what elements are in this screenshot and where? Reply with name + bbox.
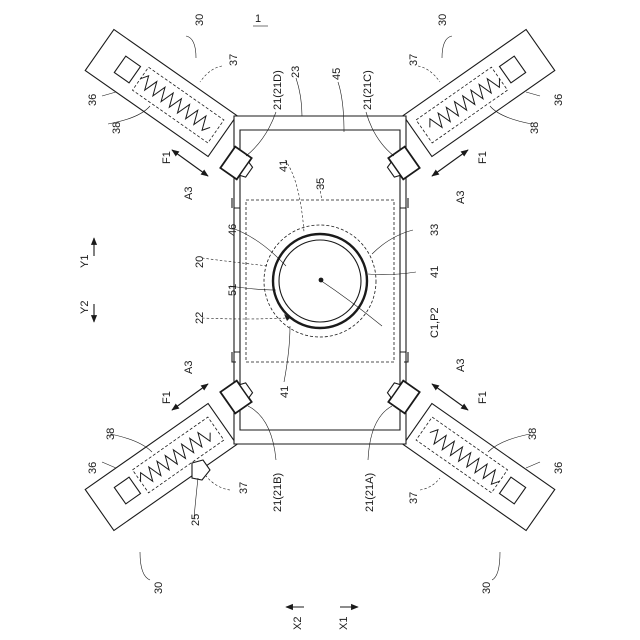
label-a3-br: A3 [455, 359, 467, 372]
label-x2: X2 [292, 617, 304, 630]
arm-unit-top-right [403, 30, 555, 157]
label-45: 45 [331, 68, 343, 80]
label-21d: 21(21D) [272, 70, 284, 110]
label-y2: Y2 [79, 301, 91, 314]
label-25: 25 [190, 514, 202, 526]
label-36-tl: 36 [87, 94, 99, 106]
arm-unit-bottom-left [85, 404, 237, 531]
label-x1: X1 [338, 617, 350, 630]
arm-unit-top-left [85, 30, 237, 157]
label-a3-tl: A3 [183, 187, 195, 200]
label-a3-bl: A3 [183, 361, 195, 374]
arm-unit-bottom-right [403, 404, 555, 531]
label-38-tl: 38 [111, 122, 123, 134]
arm-housing [85, 404, 237, 531]
label-f1-tl: F1 [161, 151, 173, 164]
label-38-br: 38 [527, 428, 539, 440]
label-38-bl: 38 [105, 428, 117, 440]
label-35: 35 [315, 178, 327, 190]
label-21b: 21(21B) [272, 473, 284, 512]
label-41-top: 41 [278, 160, 290, 172]
label-device-1: 1 [255, 13, 261, 25]
label-y1: Y1 [79, 255, 91, 268]
arm-housing [403, 404, 555, 531]
label-41-bottom: 41 [279, 386, 291, 398]
label-51: 51 [227, 284, 239, 296]
label-33: 33 [429, 224, 441, 236]
label-f1-tr: F1 [477, 151, 489, 164]
label-36-tr: 36 [553, 94, 565, 106]
arm-housing [403, 30, 555, 157]
label-36-bl: 36 [87, 462, 99, 474]
label-37-tr: 37 [408, 54, 420, 66]
label-38-tr: 38 [529, 122, 541, 134]
label-a3-tr: A3 [455, 191, 467, 204]
label-36-br: 36 [553, 462, 565, 474]
label-30-br: 30 [481, 582, 493, 594]
label-30-tr: 30 [437, 14, 449, 26]
label-20: 20 [194, 256, 206, 268]
label-37-tl: 37 [228, 54, 240, 66]
label-21c: 21(21C) [362, 70, 374, 110]
label-46: 46 [227, 224, 239, 236]
label-23: 23 [290, 66, 302, 78]
label-c1-p2: C1,P2 [429, 307, 441, 338]
label-f1-br: F1 [477, 391, 489, 404]
label-37-br: 37 [408, 492, 420, 504]
label-30-bl: 30 [153, 582, 165, 594]
label-21a: 21(21A) [364, 473, 376, 512]
label-37-bl: 37 [238, 482, 250, 494]
label-30-tl: 30 [194, 14, 206, 26]
label-22: 22 [194, 312, 206, 324]
label-41-right: 41 [429, 266, 441, 278]
arm-housing [85, 30, 237, 157]
label-f1-bl: F1 [161, 391, 173, 404]
